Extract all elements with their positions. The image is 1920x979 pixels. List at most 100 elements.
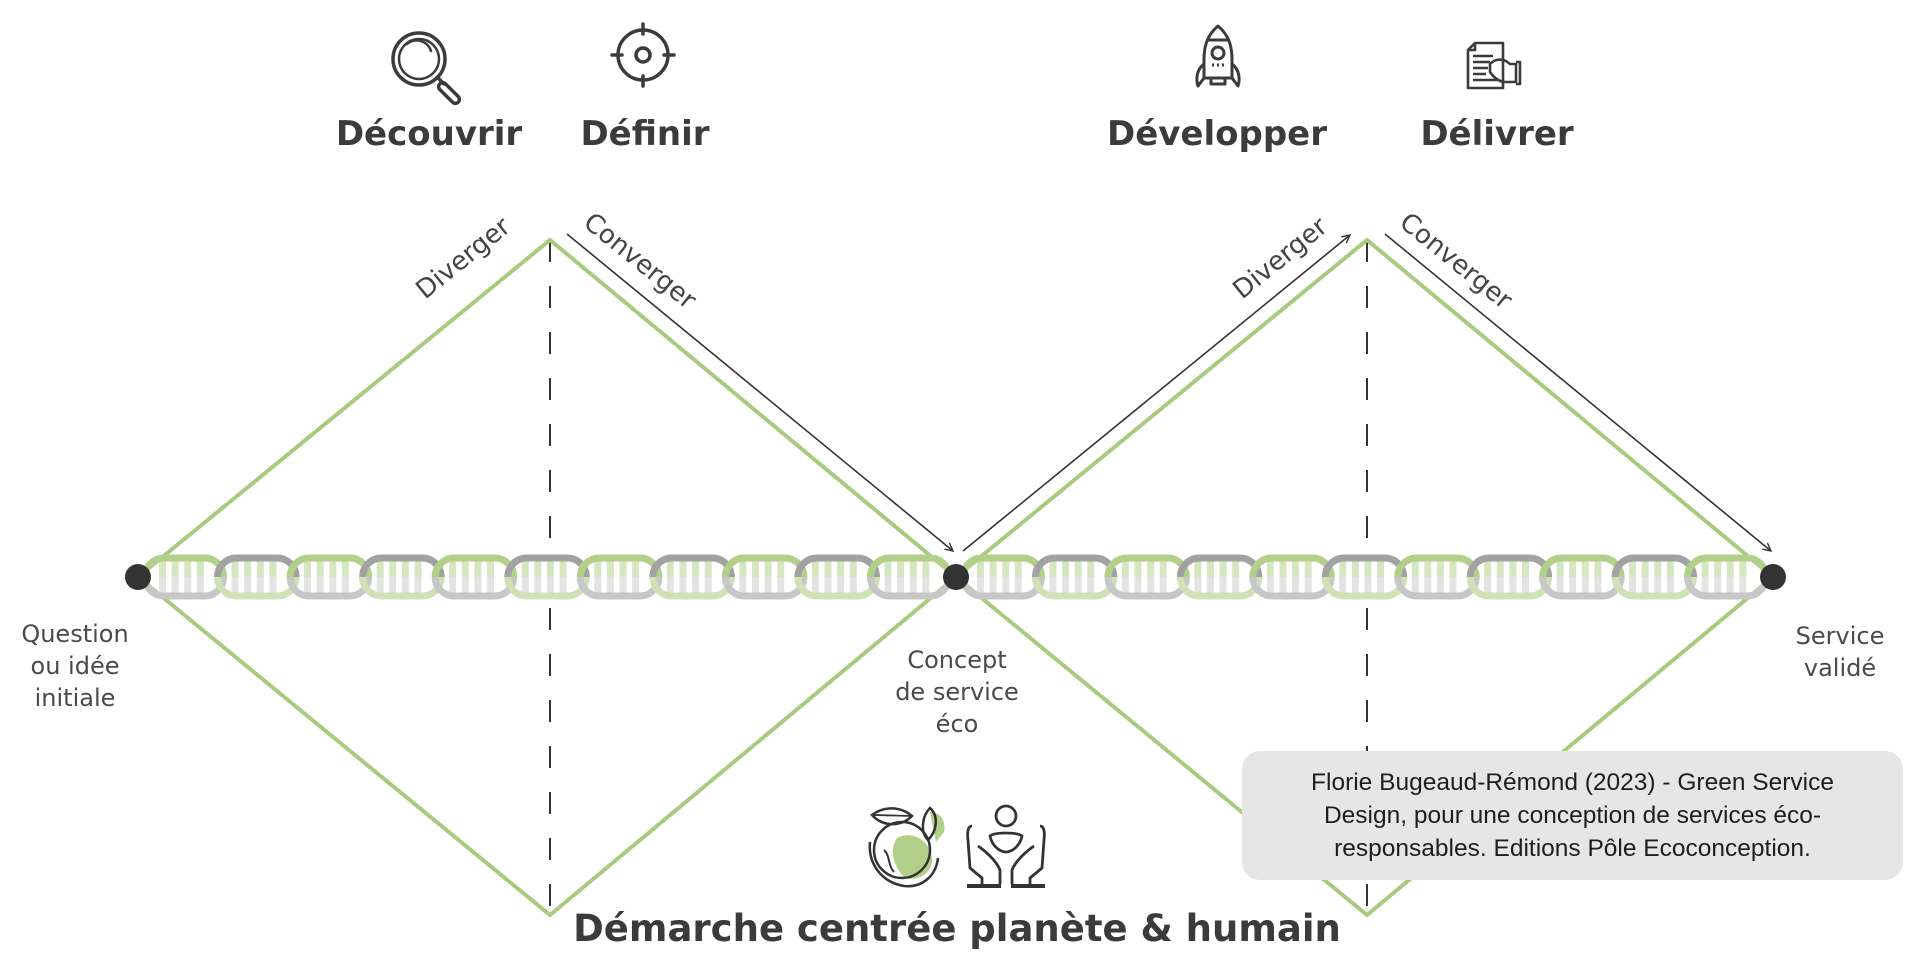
chain-stripe-top — [1411, 561, 1419, 577]
end-label-line: Service — [1796, 622, 1885, 650]
chain-link-stripes — [1411, 561, 1457, 593]
chain-stripe-top — [739, 561, 747, 577]
chain-stripe-top — [909, 561, 917, 577]
chain-stripe-bottom — [1594, 577, 1602, 593]
chain-link-stripes — [1049, 561, 1095, 593]
chain-stripe-bottom — [897, 577, 905, 593]
chain-link-stripes — [1484, 561, 1529, 593]
chain-stripe-bottom — [461, 577, 469, 593]
chain-stripe-top — [837, 561, 845, 577]
chain-link — [1539, 554, 1625, 600]
chain-stripe-bottom — [1002, 577, 1010, 593]
chain-link-stripes — [304, 561, 349, 593]
chain-stripe-bottom — [244, 577, 252, 593]
chain-stripe-top — [679, 561, 687, 577]
chain-link-stripes — [1194, 561, 1240, 593]
start-label-line: initiale — [35, 684, 116, 712]
chain-stripe-top — [1049, 561, 1057, 577]
chain-stripe-top — [1266, 561, 1274, 577]
chain-stripe-bottom — [1496, 577, 1504, 593]
chain-stripe-bottom — [269, 577, 277, 593]
chain-stripe-top — [849, 561, 857, 577]
chain-stripe-bottom — [1714, 577, 1722, 593]
chain-stripe-bottom — [521, 577, 529, 593]
chain-stripe-bottom — [474, 577, 482, 593]
chain-stripe-top — [487, 561, 495, 577]
chain-stripe-bottom — [777, 577, 785, 593]
chain-stripe-top — [824, 561, 832, 577]
chain-stripe-bottom — [1292, 577, 1299, 593]
chain-stripe-bottom — [1351, 577, 1359, 593]
citation-line: Design, pour une conception de services … — [1323, 802, 1822, 829]
chain-stripe-top — [1087, 561, 1095, 577]
chain-stripe-top — [704, 561, 712, 577]
chain-stripe-bottom — [1436, 577, 1444, 593]
chain-stripe-bottom — [414, 577, 422, 593]
chain-link — [794, 554, 880, 600]
chain-stripe-bottom — [1666, 577, 1674, 593]
chain-stripe-bottom — [1701, 577, 1709, 593]
chain-stripe-bottom — [1206, 577, 1214, 593]
chain-stripe-top — [389, 561, 397, 577]
end-node-label: Service validé — [1796, 622, 1885, 682]
phase-title-define: Définir — [580, 114, 709, 154]
chain-stripe-top — [376, 561, 384, 577]
chain-stripe-top — [256, 561, 264, 577]
chain-stripe-top — [777, 561, 785, 577]
chain-stripe-top — [897, 561, 905, 577]
chain-stripe-top — [666, 561, 674, 577]
chain-stripe-top — [171, 561, 179, 577]
chain-stripe-top — [414, 561, 422, 577]
chain-link — [1104, 554, 1190, 600]
chain-stripe-top — [1556, 561, 1564, 577]
chain-stripe-bottom — [739, 577, 747, 593]
chain-stripe-bottom — [619, 577, 627, 593]
chain-stripe-bottom — [1279, 577, 1287, 593]
chain-stripe-top — [1629, 561, 1637, 577]
chain-link-stripes — [1339, 561, 1385, 593]
bottom-title: Démarche centrée planète & humain — [573, 907, 1341, 950]
chain-link — [1176, 554, 1263, 600]
chain-link-stripes — [884, 561, 930, 593]
chain-stripe-bottom — [692, 577, 700, 593]
chain-stripe-top — [1159, 561, 1167, 577]
phase-title-develop: Développer — [1107, 114, 1327, 154]
chain-stripe-top — [184, 561, 192, 577]
chain-stripe-bottom — [909, 577, 917, 593]
chain-link — [504, 554, 590, 600]
chain-link — [1249, 554, 1335, 600]
chain-link-stripes — [159, 561, 204, 593]
chain-stripe-bottom — [1726, 577, 1734, 593]
chain-stripe-top — [304, 561, 312, 577]
start-node — [125, 564, 151, 590]
chain-stripe-bottom — [977, 577, 984, 593]
middle-node — [943, 564, 969, 590]
chain-stripe-bottom — [487, 577, 495, 593]
chain-stripe-top — [1219, 561, 1227, 577]
chain-link-top — [576, 554, 663, 578]
chain-stripe-top — [521, 561, 529, 577]
chain-stripe-bottom — [1484, 577, 1492, 593]
chain-stripe-bottom — [171, 577, 179, 593]
chain-link-stripes — [521, 561, 567, 593]
citation-line: responsables. Editions Pôle Ecoconceptio… — [1334, 835, 1811, 862]
chain-stripe-top — [594, 561, 602, 577]
chain-stripe-top — [1484, 561, 1492, 577]
chain-link-stripes — [1701, 561, 1747, 593]
chain-stripe-top — [1569, 561, 1577, 577]
chain-stripe-top — [1581, 561, 1589, 577]
chain-stripe-bottom — [1014, 577, 1022, 593]
end-label-line: validé — [1804, 654, 1876, 682]
chain-link — [214, 554, 300, 600]
chain-stripe-top — [342, 561, 349, 577]
chain-link — [359, 554, 445, 600]
chain-stripe-bottom — [1449, 577, 1457, 593]
chain-stripe-bottom — [989, 577, 997, 593]
chain-link-stripes — [1556, 561, 1602, 593]
middle-label-line: de service — [895, 678, 1019, 706]
document-hand-icon — [1466, 41, 1522, 90]
chain-stripe-top — [461, 561, 469, 577]
chain-stripe-bottom — [1509, 577, 1517, 593]
globe-leaves-icon — [868, 806, 945, 888]
middle-label-line: Concept — [907, 646, 1006, 674]
